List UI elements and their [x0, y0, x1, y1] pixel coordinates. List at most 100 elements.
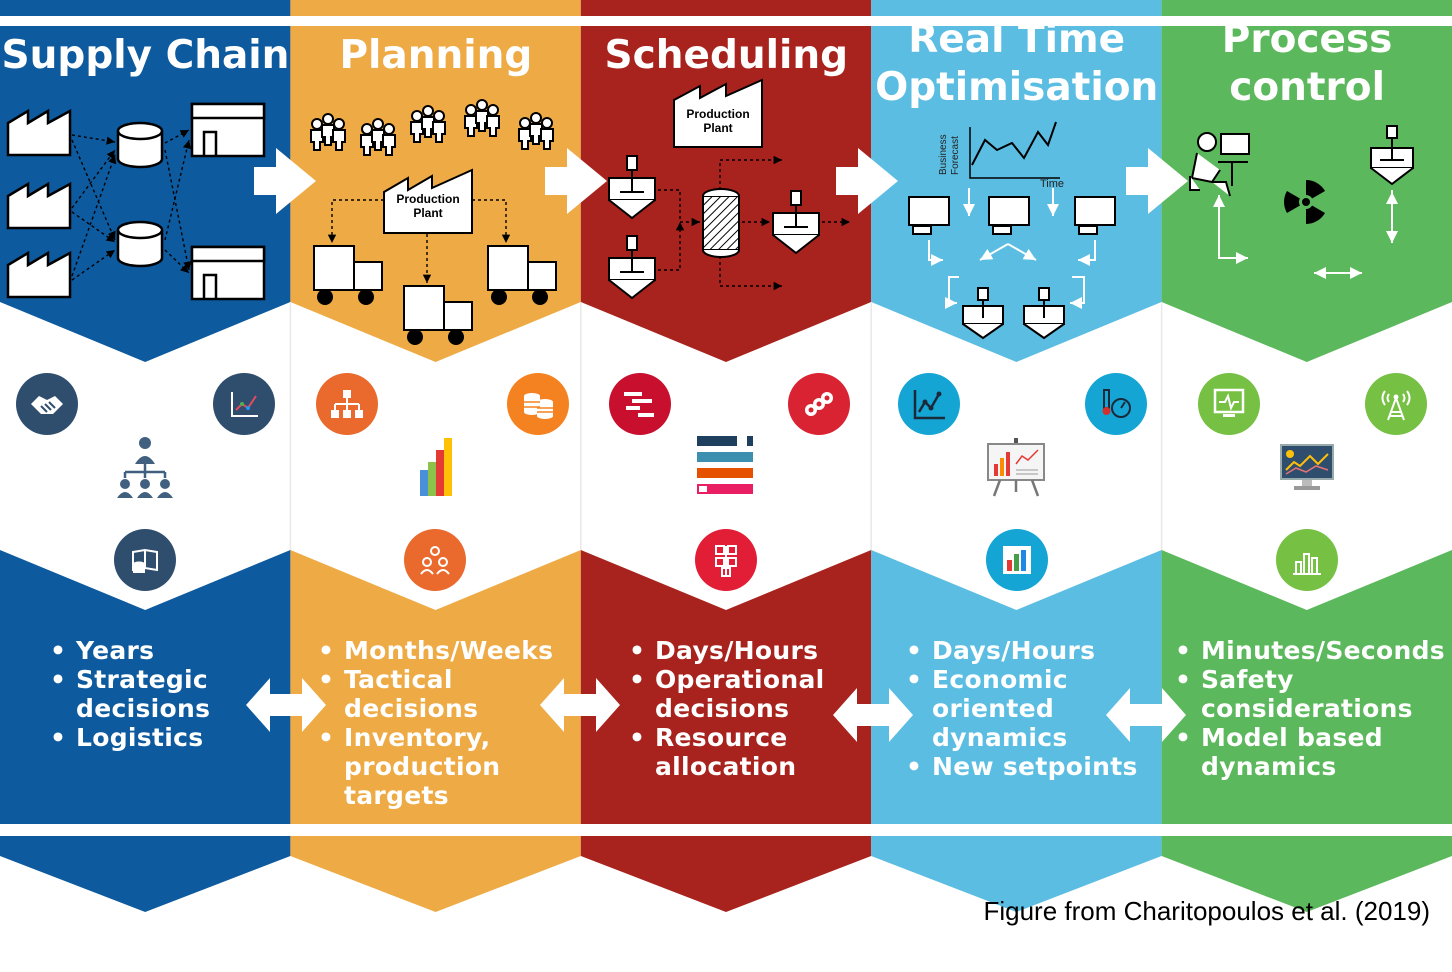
double-arrow-icon	[833, 688, 913, 742]
column-2: Scheduling	[581, 0, 872, 972]
rto-illustration	[908, 121, 1116, 340]
bullet-line: targets	[344, 781, 449, 810]
storage-tank-icon	[116, 121, 164, 169]
stacked-bars-icon	[697, 436, 753, 500]
line-chart-icon	[898, 373, 960, 435]
double-arrow-icon	[540, 678, 620, 732]
flow-arrow-right-icon	[836, 148, 898, 214]
network-icon	[788, 373, 850, 435]
computer-icon	[908, 196, 950, 235]
people-group-icon	[464, 99, 500, 137]
org-chart-icon	[113, 434, 177, 504]
bar-chart-icon	[1276, 529, 1338, 591]
reactor-icon	[608, 155, 656, 220]
truck-icon	[487, 245, 557, 305]
bullet-line: allocation	[655, 752, 797, 781]
bullet-list: YearsStrategicdecisionsLogistics	[50, 636, 210, 752]
people-group-icon	[360, 118, 396, 156]
column-0: Supply Chain	[0, 0, 291, 972]
bullet-line: Days/Hours	[655, 636, 819, 665]
bullet-line: Logistics	[76, 723, 204, 752]
bullet-line: oriented	[932, 694, 1055, 723]
bullet-line: Strategic	[76, 665, 209, 694]
bullet-line: Resource	[655, 723, 788, 752]
band-footer-scheduling	[580, 836, 872, 912]
database-book-icon	[114, 529, 176, 591]
band-footer-planning	[290, 836, 581, 912]
plant-label-line1: Production	[396, 192, 459, 206]
double-arrow-icon	[246, 678, 326, 732]
people-group-icon	[404, 529, 466, 591]
bullet-line: decisions	[76, 694, 211, 723]
planning-illustration	[310, 99, 557, 345]
dashboard-screen-icon	[1280, 444, 1334, 496]
flow-arrow-right-icon	[254, 148, 316, 214]
flow-arrows-top	[254, 148, 1188, 214]
supply-chain-network	[6, 102, 266, 301]
bullet-line: New setpoints	[932, 752, 1138, 781]
monitor-icon	[1198, 373, 1260, 435]
column-title-line: Supply Chain	[1, 33, 290, 78]
bullet-item: Logistics	[50, 723, 210, 752]
bullet-line: decisions	[655, 694, 790, 723]
gantt-icon	[609, 373, 671, 435]
axis-business-label: Business	[938, 134, 949, 175]
factory-icon	[6, 108, 72, 157]
storage-tank-icon	[116, 220, 164, 268]
bullet-item: Days/Hours	[629, 636, 825, 665]
plant-label-line1: Production	[686, 107, 749, 121]
top-white-line	[0, 16, 1452, 26]
column-title: Scheduling	[581, 32, 872, 80]
band-top-rto	[871, 0, 1162, 362]
presentation-board-icon	[986, 438, 1046, 502]
axis-time-label: Time	[1040, 178, 1064, 190]
radiation-icon	[1284, 180, 1326, 224]
reactor-icon	[772, 190, 820, 255]
bullet-line: dynamics	[932, 723, 1068, 752]
column-title: Supply Chain	[0, 32, 291, 80]
gauge-icon	[1085, 373, 1147, 435]
plant-label-line2: Plant	[413, 206, 442, 220]
band-footer-supply-chain	[0, 836, 291, 912]
truck-icon	[313, 245, 383, 305]
reactor-icon	[1370, 125, 1414, 186]
people-group-icon	[310, 113, 346, 151]
computer-icon	[1074, 196, 1116, 235]
column-title-line: Planning	[339, 33, 533, 78]
bullet-line: considerations	[1201, 694, 1413, 723]
bullet-line: Safety	[1201, 665, 1294, 694]
band-footer-rto	[871, 836, 1162, 912]
process-flow-icon	[695, 529, 757, 591]
bullet-line: Days/Hours	[932, 636, 1096, 665]
bullet-item: Years	[50, 636, 210, 665]
production-plant-icon	[673, 78, 763, 148]
reactor-icon	[608, 235, 656, 300]
bullet-item: Minutes/Seconds	[1175, 636, 1445, 665]
bar-chart-icon	[986, 529, 1048, 591]
bar-chart-3d-icon	[416, 434, 456, 502]
bullet-line: Tactical	[344, 665, 453, 694]
bullet-line: Inventory,	[344, 723, 491, 752]
computer-icon	[988, 196, 1030, 235]
production-plant-icon	[383, 168, 473, 234]
flow-arrow-right-icon	[1126, 148, 1188, 214]
column-1: Planning	[290, 0, 581, 972]
column-title-line: Process	[1221, 17, 1393, 62]
hierarchy-icon	[316, 373, 378, 435]
bullet-list: Minutes/SecondsSafetyconsiderationsModel…	[1175, 636, 1445, 781]
bullet-line: Minutes/Seconds	[1201, 636, 1445, 665]
bullet-list: Days/HoursEconomicorienteddynamicsNew se…	[906, 636, 1138, 781]
bullet-list: Days/HoursOperationaldecisionsResourceal…	[629, 636, 825, 781]
antenna-icon	[1365, 373, 1427, 435]
column-title-line: control	[1229, 65, 1385, 110]
bullet-line: decisions	[344, 694, 479, 723]
bullet-item: Months/Weeks	[318, 636, 553, 665]
